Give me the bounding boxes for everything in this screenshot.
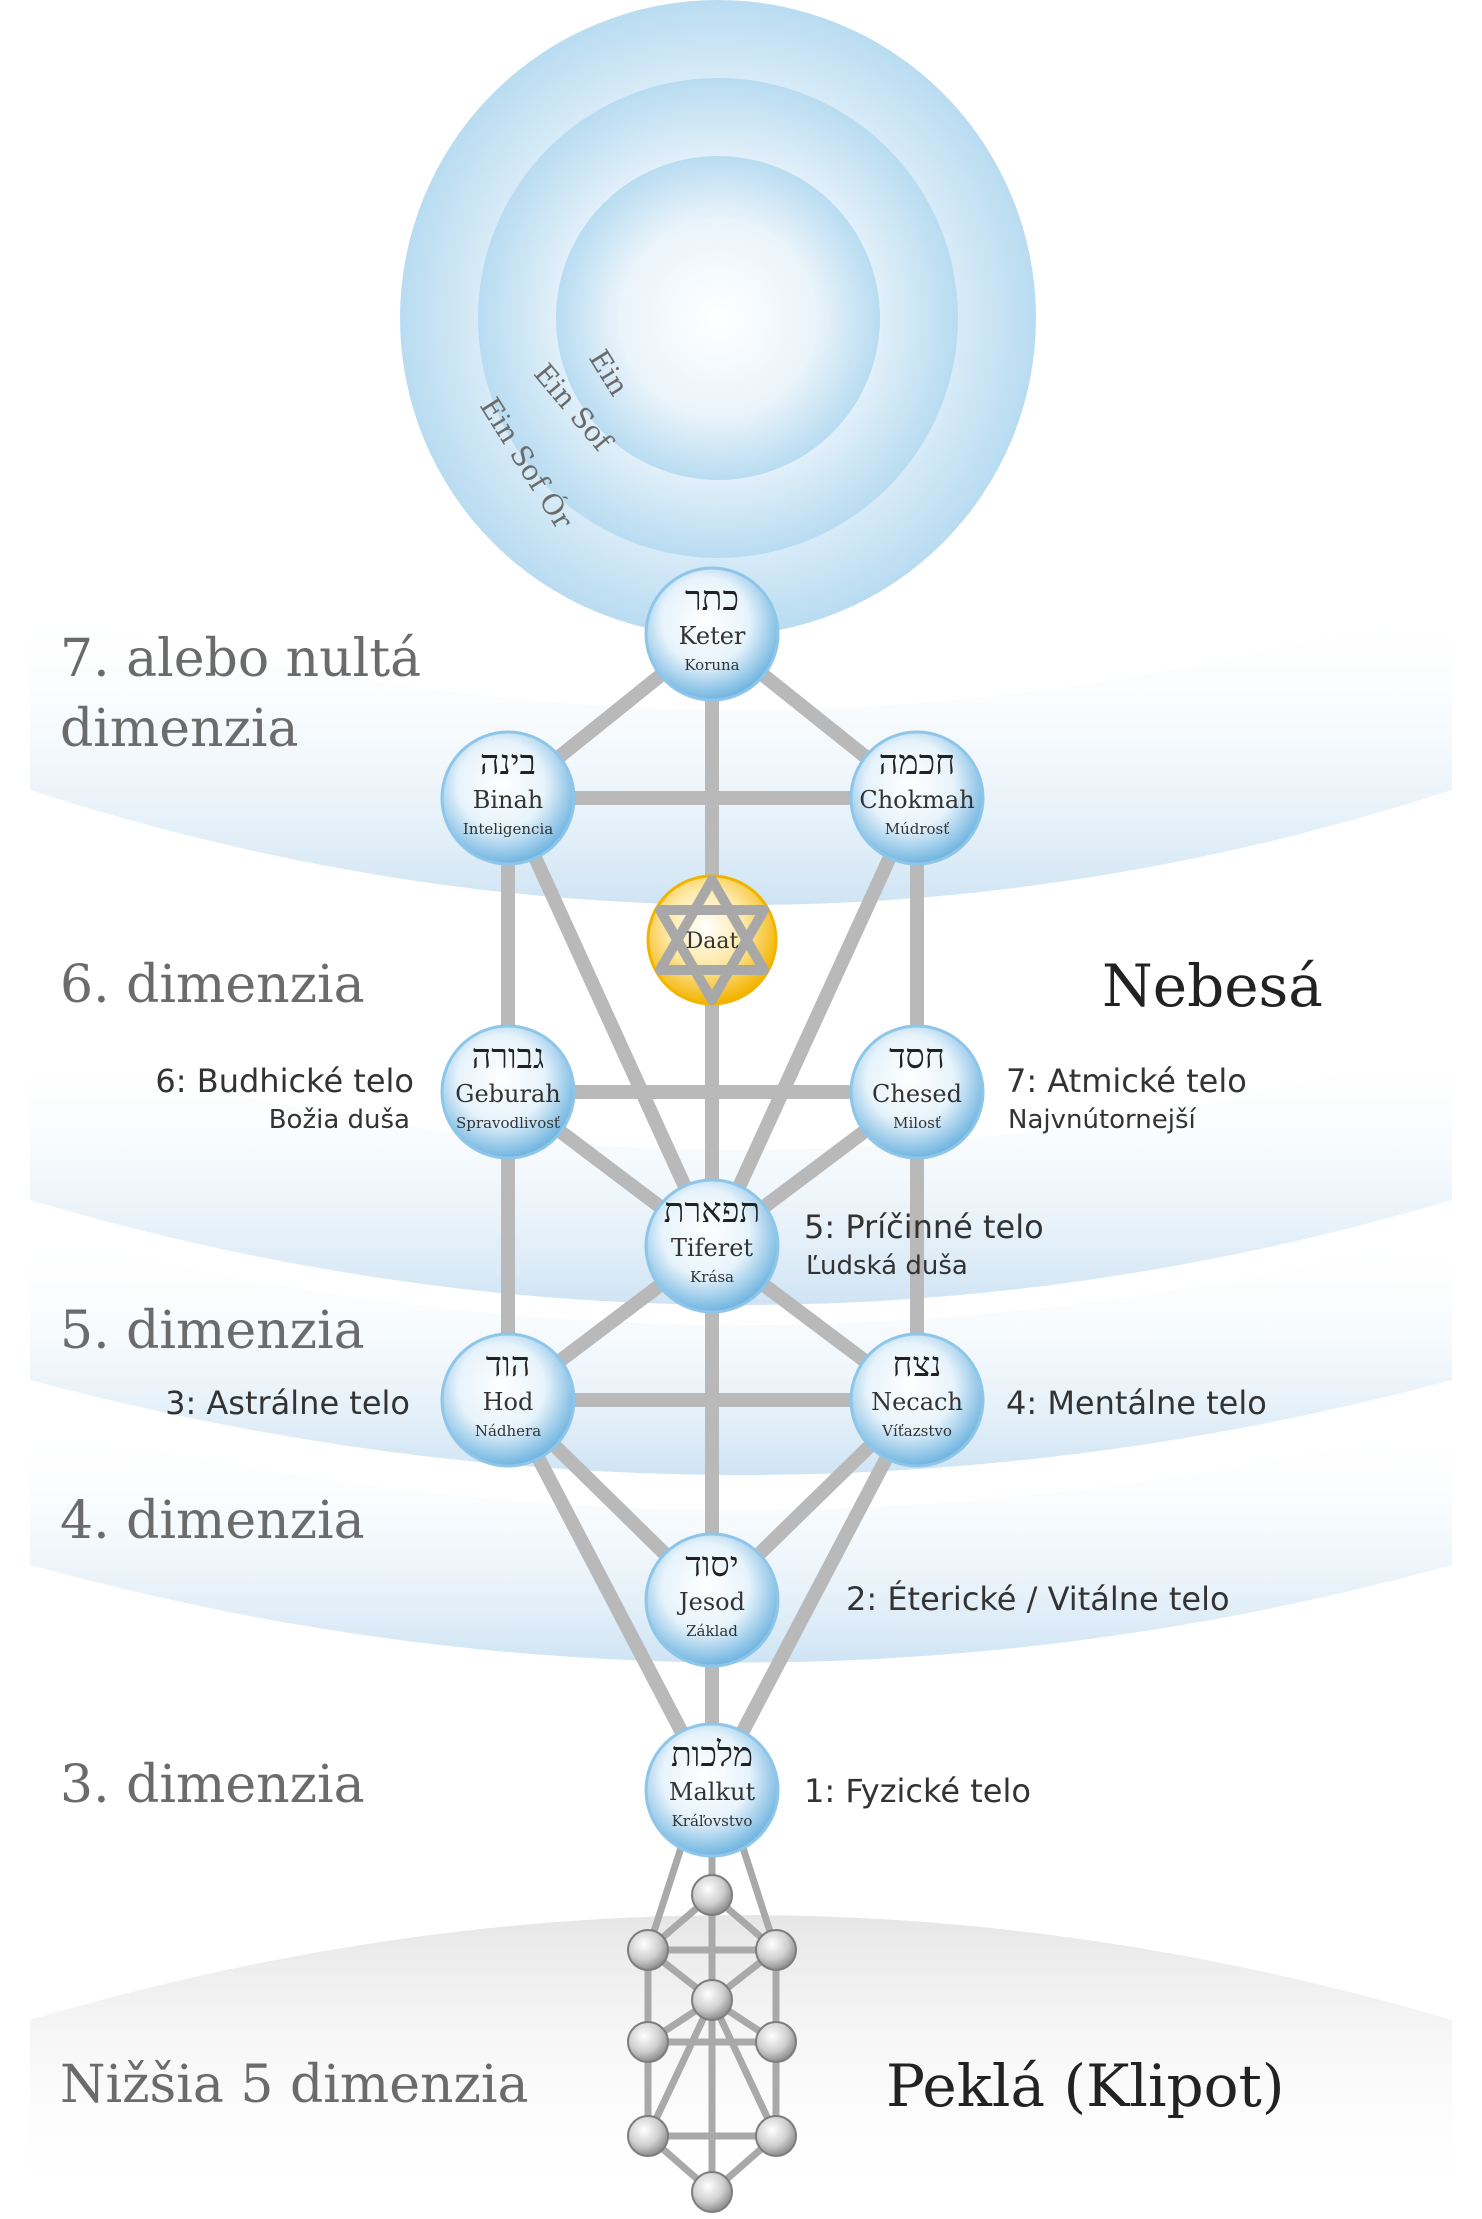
sefira-hebrew: נצח [893,1345,942,1385]
sefira-name: Daat [686,929,739,954]
path-binah-tiferet [501,791,719,1253]
dimension-6: 6. dimenzia [60,955,365,1015]
body-physical-title: 1: Fyzické telo [804,1772,1031,1810]
sefira-name: Jesod [676,1588,745,1616]
sefira-meaning: Základ [686,1622,738,1640]
sefira-name: Malkut [669,1778,756,1806]
sefira-hebrew: יסוד [685,1545,738,1585]
klipot-node [755,2021,797,2063]
sefira-meaning: Inteligencia [463,820,553,838]
sefira-name: Tiferet [671,1234,753,1262]
sefira-keter: כתר Keter Koruna [644,566,780,702]
sefira-meaning: Nádhera [475,1422,541,1440]
sefira-hebrew: בינה [480,743,536,783]
sefira-jesod: יסוד Jesod Základ [644,1532,780,1668]
sefira-malkut: מלכות Malkut Kráľovstvo [644,1722,780,1858]
sefira-binah: בינה Binah Inteligencia [440,730,576,866]
sefira-hebrew: כתר [685,579,739,619]
dimension-3: 3. dimenzia [60,1755,365,1815]
klipot-node [755,2115,797,2157]
dimension-7-line1: 7. alebo nultá [60,629,421,689]
sefira-name: Geburah [455,1080,560,1108]
realm-heaven: Nebesá [1102,952,1323,1020]
sefira-meaning: Koruna [684,656,739,674]
sefira-meaning: Kráľovstvo [672,1812,753,1830]
path-hod-malkut [501,1393,719,1797]
sefira-name: Chokmah [859,786,974,814]
dimension-5: 5. dimenzia [60,1301,365,1361]
sefira-meaning: Krása [690,1268,734,1286]
sefira-geburah: גבורה Geburah Spravodlivosť [440,1024,576,1160]
body-causal-title: 5: Príčinné telo [804,1208,1044,1246]
klipot-node [627,2021,669,2063]
sefira-meaning: Spravodlivosť [456,1114,560,1132]
klipot-node [627,2115,669,2157]
sefira-meaning: Víťazstvo [881,1422,952,1440]
body-mental-title: 4: Mentálne telo [1006,1384,1267,1422]
klipot-node [755,1929,797,1971]
klipot-node [691,1979,733,2021]
sefira-daat: Daat [646,874,778,1006]
body-etheric-title: 2: Éterické / Vitálne telo [846,1580,1230,1618]
sefira-name: Necach [871,1388,963,1416]
band-7 [30,600,1452,905]
body-atmic-subtitle: Najvnútornejší [1008,1105,1197,1135]
ein-circle [556,156,880,480]
sefira-hebrew: מלכות [671,1735,753,1775]
sefira-hebrew: חכמה [879,743,955,783]
sefira-hebrew: חסד [889,1037,945,1077]
body-causal-subtitle: Ľudská duša [806,1251,968,1281]
sefira-name: Binah [473,786,544,814]
sefira-chokmah: חכמה Chokmah Múdrosť [849,730,985,866]
path-necach-malkut [705,1393,924,1797]
body-labels: 6: Budhické telo Božia duša 7: Atmické t… [155,1062,1266,1810]
dimension-7-line2: dimenzia [60,699,299,759]
ein-sof-aura [400,0,1036,636]
dimension-labels: 7. alebo nultá dimenzia 6. dimenzia 5. d… [60,629,529,2115]
sefira-tiferet: תפארת Tiferet Krása [644,1178,780,1314]
klipot-node [691,2171,733,2213]
body-astral-title: 3: Astrálne telo [165,1384,410,1422]
sefira-hebrew: גבורה [472,1037,545,1077]
klipot-node [627,1929,669,1971]
sefira-hebrew: תפארת [664,1191,760,1231]
sefira-chesed: חסד Chesed Milosť [849,1024,985,1160]
klipot-node [691,1874,733,1916]
body-budhic-subtitle: Božia duša [269,1105,410,1135]
sefira-hebrew: הוד [486,1345,531,1385]
sefira-necach: נצח Necach Víťazstvo [849,1332,985,1468]
sefira-name: Chesed [872,1080,962,1108]
path-chokmah-tiferet [705,791,924,1253]
sefira-name: Hod [483,1388,534,1416]
sefira-meaning: Milosť [893,1114,941,1132]
sefira-name: Keter [679,622,746,650]
sefira-hod: הוד Hod Nádhera [440,1332,576,1468]
body-budhic-title: 6: Budhické telo [155,1062,414,1100]
dimension-4: 4. dimenzia [60,1491,365,1551]
realm-hell: Peklá (Klipot) [886,2052,1285,2120]
star-of-david-icon [655,875,769,1005]
band-5 [30,1230,1452,1475]
dimension-lower: Nižšia 5 dimenzia [60,2055,529,2115]
sefira-meaning: Múdrosť [885,820,950,838]
klipot-tree [627,1786,797,2213]
body-atmic-title: 7: Atmické telo [1006,1062,1247,1100]
